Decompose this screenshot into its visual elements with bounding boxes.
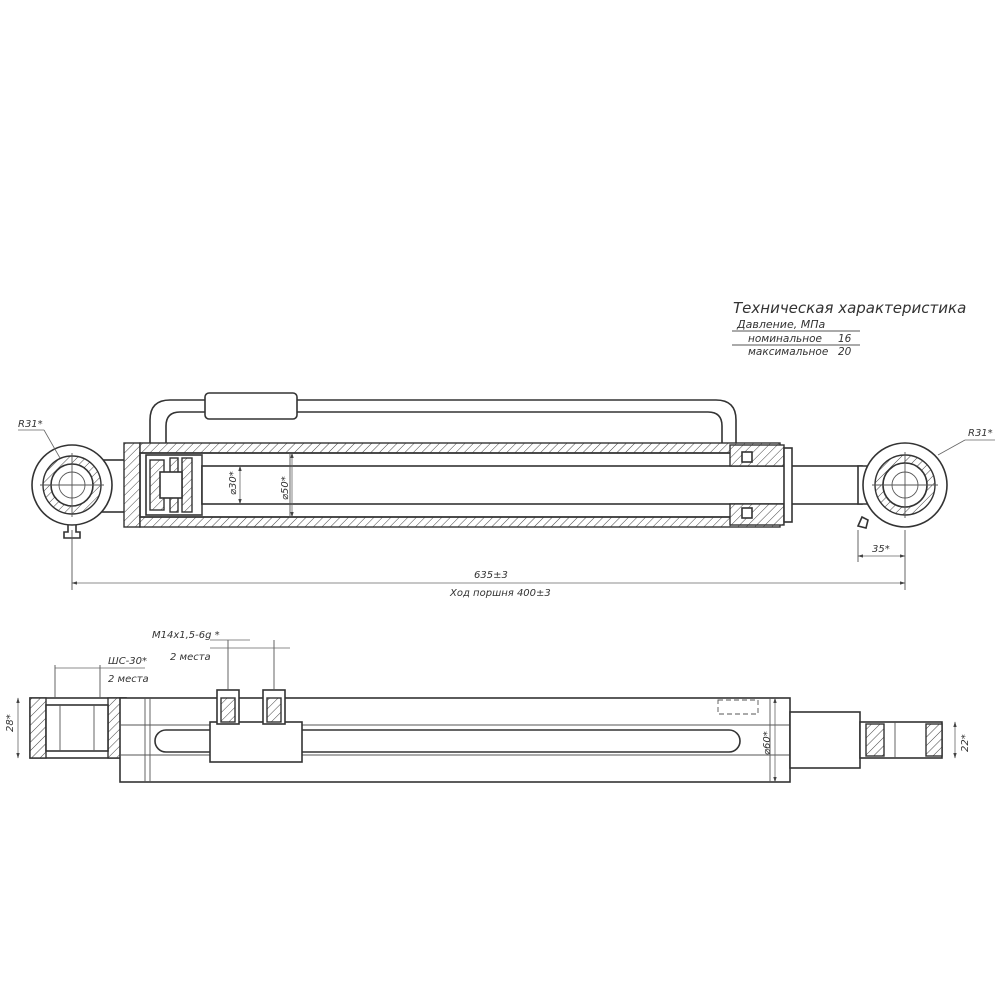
- rod-gland: [729, 444, 793, 526]
- port-fitting: [262, 689, 286, 725]
- external-pipe: [149, 399, 737, 443]
- end-cap: [123, 442, 141, 528]
- tube-diameter-label: ⌀60*: [762, 731, 773, 755]
- spec-row-value: 20: [838, 346, 852, 358]
- rod-diameter-label: ⌀30*: [228, 471, 239, 495]
- grease-nipple-right: [856, 515, 869, 529]
- port-fitting: [216, 689, 240, 725]
- tube-wall-top: [139, 442, 781, 454]
- left-width-label: 28*: [5, 714, 16, 732]
- bore-diameter-label: ⌀50*: [280, 476, 291, 500]
- bearing-count-label: 2 места: [108, 674, 149, 685]
- rod-gland-side: [789, 711, 861, 769]
- spec-pressure-label: Давление, МПа: [736, 318, 825, 331]
- technical-spec: Техническая характеристика Давление, МПа…: [732, 299, 966, 358]
- spec-row-value: 16: [838, 333, 852, 345]
- right-width-label: 22*: [960, 734, 971, 752]
- right-radius-label: R31*: [968, 428, 993, 439]
- port-block: [209, 721, 303, 763]
- spec-row-label: максимальное: [748, 346, 828, 358]
- length-label: 635±3: [474, 570, 508, 581]
- pipe-clamp: [204, 392, 298, 420]
- eye-offset-label: 35*: [872, 544, 890, 555]
- side-view: 28* ⌀60* 22* М14х1,5-6g * 2 места ШС-30*…: [5, 630, 971, 783]
- tube-wall-bottom: [139, 516, 781, 528]
- hidden-detail: [717, 699, 759, 715]
- left-radius-label: R31*: [18, 419, 43, 430]
- spec-title: Техническая характеристика: [733, 299, 966, 317]
- piston-rod: [201, 465, 863, 505]
- spec-row-label: номинальное: [748, 333, 822, 345]
- stroke-label: Ход поршня 400±3: [449, 588, 551, 599]
- bearing-label: ШС-30*: [108, 656, 147, 667]
- top-section-view: ⌀30* ⌀50* R31* R31* 35* 635±3 Ход поршня…: [18, 392, 995, 599]
- piston: [145, 454, 203, 516]
- thread-label: М14х1,5-6g *: [152, 630, 220, 641]
- thread-count-label: 2 места: [170, 652, 211, 663]
